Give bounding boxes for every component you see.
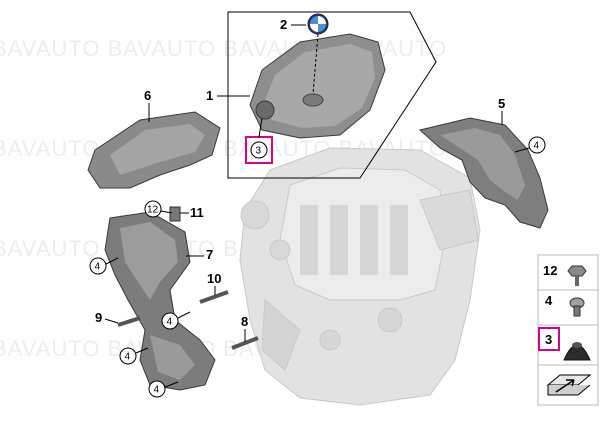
callout-4-d: 4 [148,380,179,398]
callout-8: 8 [241,314,248,342]
rubber-mount-icon [563,342,591,361]
svg-text:10: 10 [207,271,221,286]
callout-4-right: 4 [514,136,546,154]
callout-9: 9 [95,310,119,325]
grommet-icon [569,297,585,317]
svg-text:9: 9 [95,310,102,325]
svg-text:4: 4 [95,262,101,273]
legend-item-label: 12 [543,263,557,278]
svg-text:4: 4 [534,141,540,152]
bmw-roundel-icon [307,13,329,35]
stud-10 [199,290,229,304]
svg-text:4: 4 [125,352,131,363]
svg-text:7: 7 [206,247,213,262]
svg-text:2: 2 [280,17,287,32]
callout-6: 6 [144,88,151,122]
svg-text:8: 8 [241,314,248,329]
callout-5: 5 [498,96,505,125]
fastener-legend: 12 4 3 [537,254,599,406]
bolt-icon [567,265,587,286]
left-cover-part[interactable] [87,111,221,189]
callout-1: 1 [206,88,250,103]
svg-text:4: 4 [167,317,173,328]
callout-10: 10 [207,271,221,295]
legend-item-label: 4 [545,293,553,308]
part-1-frame [227,11,437,179]
legend-highlight [538,327,560,351]
callout-7: 7 [186,247,213,262]
svg-text:12: 12 [147,205,159,216]
legend-item-label: 3 [545,332,552,347]
svg-text:5: 5 [498,96,505,111]
svg-text:6: 6 [144,88,151,103]
callout-3-top: 3 [245,117,273,164]
scroll-arrow-icon[interactable] [546,374,592,396]
callout-2: 2 [280,17,306,32]
leader-line [312,33,319,95]
engine-block [239,147,481,406]
svg-text:1: 1 [206,88,213,103]
callout-4-b: 4 [161,311,191,330]
callout-12: 12 [144,200,173,218]
right-cover-part[interactable] [418,117,549,229]
svg-text:3: 3 [256,146,262,157]
clip-11 [169,206,181,222]
callout-4-a: 4 [89,257,119,275]
stud-9 [117,316,141,327]
svg-text:4: 4 [154,385,160,396]
svg-text:11: 11 [190,205,204,220]
callout-11: 11 [180,205,204,220]
callout-4-c: 4 [119,347,149,365]
stud-8 [231,336,259,350]
